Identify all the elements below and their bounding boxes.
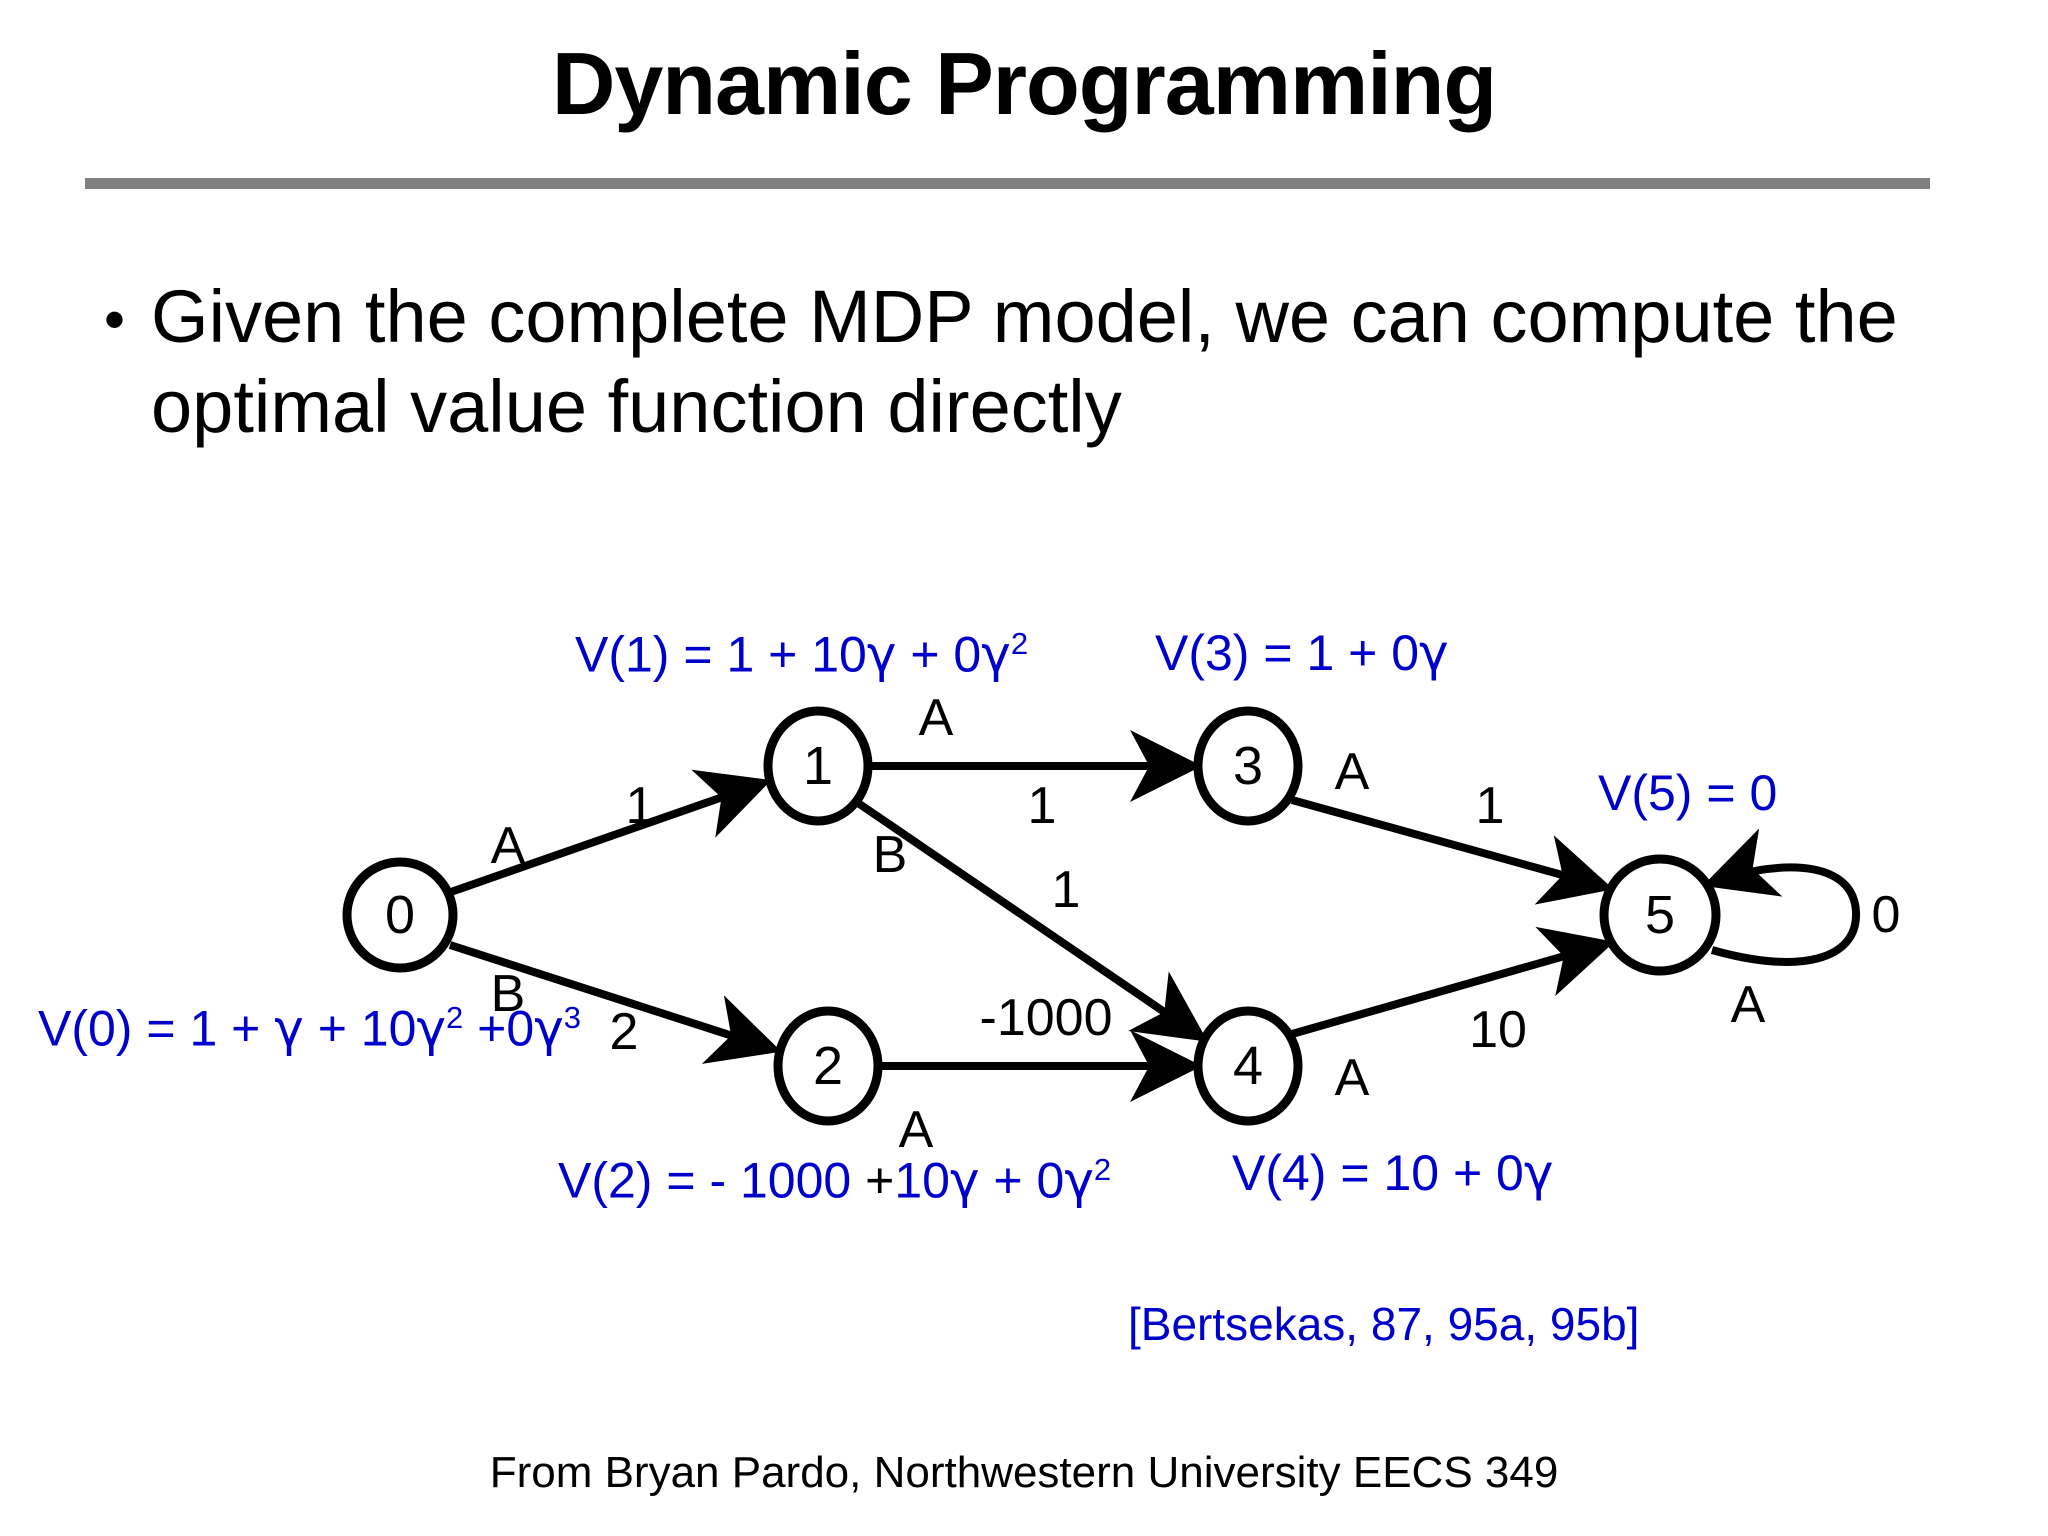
edge-5-5-selfloop [1702, 828, 1861, 966]
value-function-v4: V(4) = 10 + 0γ [1232, 1144, 1554, 1202]
edge-4-5 [1290, 926, 1615, 1038]
value-function-v2: V(2) = - 1000 +10γ + 0γ2 [558, 1151, 1112, 1210]
edge-0-1 [446, 769, 772, 897]
page-title: Dynamic Programming [551, 34, 1497, 133]
edge-1-3-reward-label: 1 [1028, 777, 1057, 835]
node-4[interactable]: 4 [1193, 1006, 1303, 1126]
value-function-v5: V(5) = 0 [1598, 765, 1778, 821]
value-function-v0: V(0) = 1 + γ + 10γ2 +0γ3 [38, 999, 582, 1058]
edge-0-2-action-label: B [491, 965, 526, 1023]
edge-3-5-reward-label: 1 [1476, 777, 1505, 835]
edge-1-3-action-label: A [919, 689, 954, 747]
edge-0-1-reward-label: 1 [626, 777, 655, 835]
node-0[interactable]: 0 [342, 857, 458, 973]
edge-3-5-action-label: A [1335, 743, 1370, 801]
edge-4-5-action-label: A [1335, 1049, 1370, 1107]
node-2[interactable]: 2 [773, 1006, 883, 1126]
edge-4-5-reward-label: 10 [1469, 1001, 1527, 1059]
node-5[interactable]: 5 [1599, 854, 1721, 976]
bullet-list: • Given the complete MDP model, we can c… [104, 272, 1984, 453]
node-2-label: 2 [813, 1036, 843, 1096]
node-1-label: 1 [803, 736, 833, 796]
edge-1-4 [855, 799, 1208, 1042]
edge-1-4-action-label: B [873, 826, 908, 884]
value-function-v1: V(1) = 1 + 10γ + 0γ2 [575, 625, 1029, 684]
citation-text: [Bertsekas, 87, 95a, 95b] [1128, 1298, 1640, 1350]
node-3[interactable]: 3 [1193, 706, 1303, 826]
node-3-label: 3 [1233, 736, 1263, 796]
title-divider [85, 178, 1930, 189]
edge-5-5-action-label: A [1731, 976, 1766, 1034]
edge-5-5-reward-label: 0 [1872, 886, 1901, 944]
bullet-point-icon: • [104, 286, 126, 353]
node-1[interactable]: 1 [763, 706, 873, 826]
value-function-v3: V(3) = 1 + 0γ [1155, 624, 1449, 682]
edge-2-4-reward-label: -1000 [980, 989, 1113, 1047]
edge-0-2-reward-label: 2 [610, 1003, 639, 1061]
slide-footer: From Bryan Pardo, Northwestern Universit… [489, 1448, 1559, 1497]
edge-2-4-action-label: A [899, 1101, 934, 1159]
bullet-text: Given the complete MDP model, we can com… [151, 275, 1898, 449]
edge-1-4-reward-label: 1 [1052, 861, 1081, 919]
list-item: • Given the complete MDP model, we can c… [104, 272, 1984, 453]
node-0-label: 0 [385, 885, 415, 945]
edge-0-2 [448, 941, 782, 1064]
edge-3-5 [1290, 796, 1614, 905]
edge-0-1-action-label: A [491, 817, 526, 875]
node-4-label: 4 [1233, 1036, 1263, 1096]
node-5-label: 5 [1645, 885, 1675, 945]
